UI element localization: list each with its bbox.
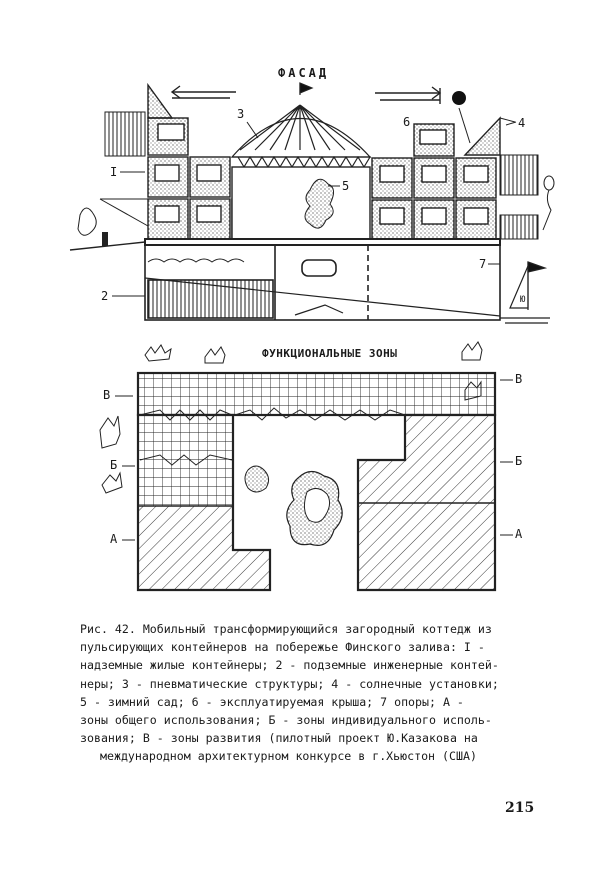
zone-label-right-B: Б [515, 454, 522, 468]
figure-caption: Рис. 42. Мобильный трансформирующийся за… [80, 620, 550, 766]
caption-line-2: пульсирующих контейнеров на побережье Фи… [80, 640, 485, 655]
solar-panel-right [463, 116, 501, 156]
zone-label-left-B: Б [110, 458, 117, 472]
label-7: 7 [479, 257, 486, 271]
caption-line-8: международном архитектурном конкурсе в г… [100, 749, 477, 764]
right-containers [371, 123, 497, 241]
caption-line-1: Рис. 42. Мобильный трансформирующийся за… [80, 622, 492, 636]
caption-line-7: зования; В - зоны развития (пилотный про… [80, 731, 478, 746]
dome [230, 82, 372, 169]
trees [99, 341, 483, 494]
underground-containers [144, 244, 501, 321]
zone-label-left-A: А [110, 532, 118, 546]
label-6: 6 [403, 115, 410, 129]
label-2: 2 [101, 289, 108, 303]
sun-icon [452, 91, 466, 105]
caption-line-3: надземные жилые контейнеры; 2 - подземны… [80, 658, 499, 673]
facade-title: ФАСАД [278, 66, 330, 80]
label-3: 3 [237, 107, 244, 121]
zone-label-right-A: А [515, 527, 523, 541]
zones-plan: В Б А В Б А [99, 341, 523, 592]
zones-title: ФУНКЦИОНАЛЬНЫЕ ЗОНЫ [262, 347, 398, 360]
zone-label-right-V: В [515, 372, 522, 386]
label-I: I [110, 165, 117, 179]
boat-label: Ю [520, 295, 526, 305]
sailboat-icon [500, 261, 550, 324]
caption-line-4: неры; 3 - пневматические структуры; 4 - … [80, 676, 499, 691]
caption-line-5: 5 - зимний сад; 6 - эксплуатируемая крыш… [80, 694, 464, 709]
label-4: 4 [518, 116, 525, 130]
winter-garden [231, 166, 371, 240]
zone-label-left-V: В [103, 388, 110, 402]
wind-arrows [170, 85, 442, 104]
label-5: 5 [342, 179, 349, 193]
page-number: 215 [505, 800, 535, 816]
caption-line-6: зоны общего использования; Б - зоны инди… [80, 713, 492, 728]
facade-drawing: 3 4 5 6 7 I 2 Ю [69, 82, 555, 324]
